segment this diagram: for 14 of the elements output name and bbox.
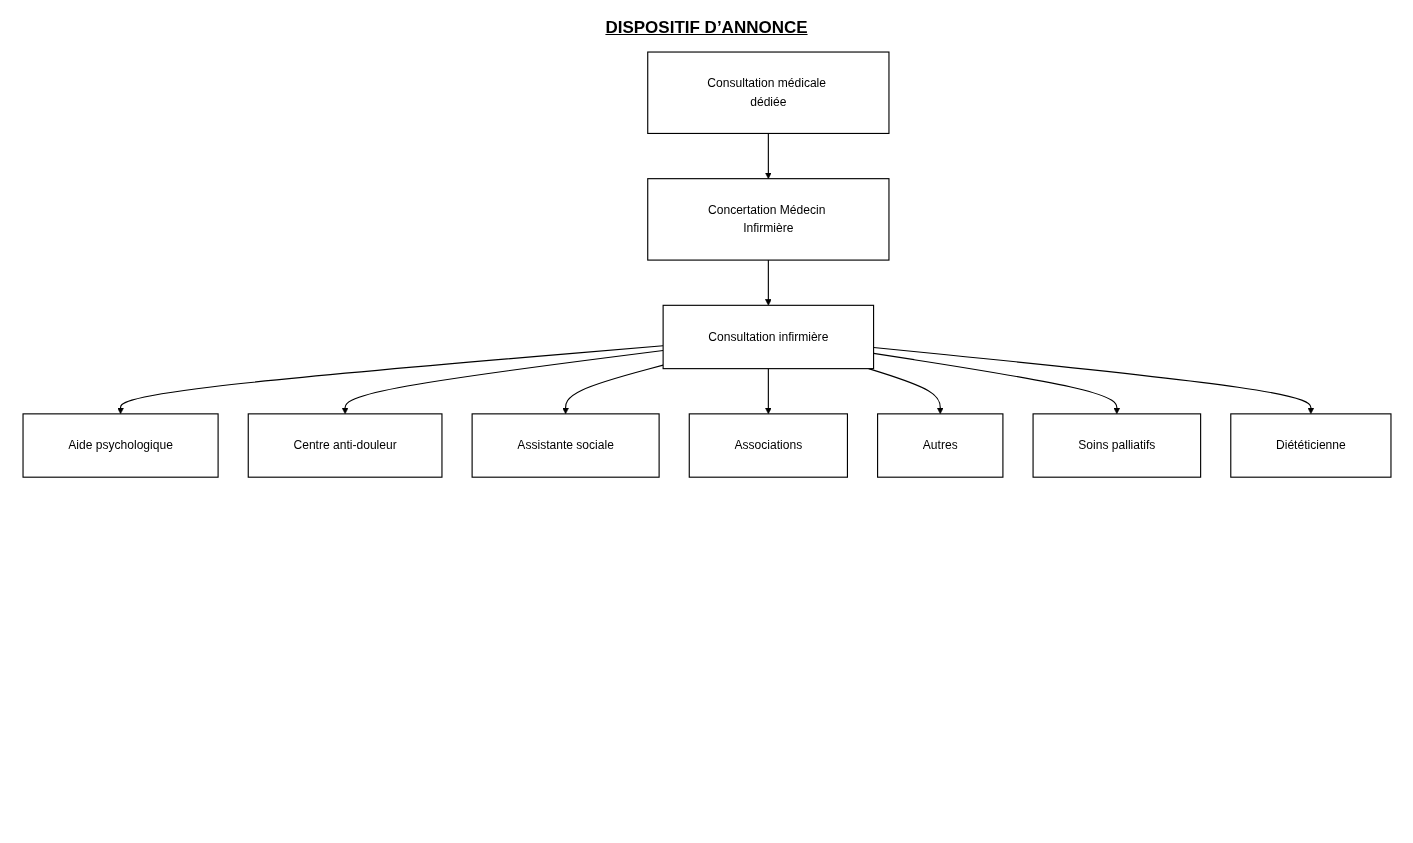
node-box: Assistante sociale (471, 413, 660, 478)
arrow (764, 132, 772, 179)
arrow (764, 368, 772, 415)
node-box: Diététicienne (1229, 413, 1392, 478)
node-box: Consultation médicale dédiée (646, 51, 890, 134)
node-box: Autres (876, 413, 1003, 478)
node-box: Associations (688, 413, 848, 478)
diagram-title: DISPOSITIF D’ANNONCE (605, 18, 808, 38)
node-box: Centre anti-douleur (247, 413, 443, 478)
arrow (764, 259, 772, 306)
node-box: Consultation infirmière (662, 304, 874, 370)
node-box: Soins palliatifs (1032, 413, 1201, 478)
node-box: Aide psychologique (21, 413, 219, 478)
node-box: Concertation Médecin Infirmière (646, 178, 890, 261)
